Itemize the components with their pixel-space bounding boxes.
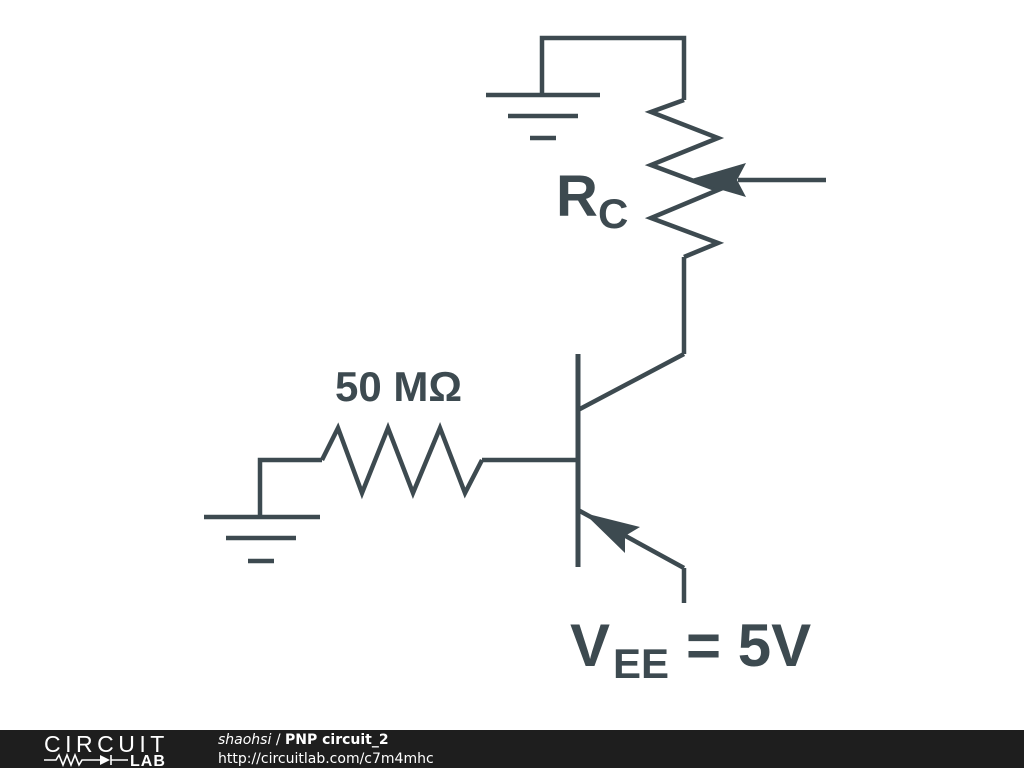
circuitlab-logo: CIRCUIT LAB — [44, 731, 169, 768]
left-ground-symbol — [204, 514, 320, 564]
logo-text-lab: LAB — [130, 753, 166, 768]
footer-bar: CIRCUIT LAB shaohsi / PNP circuit_2 http… — [0, 730, 1024, 768]
circuit-title: PNP circuit_2 — [285, 732, 389, 748]
logo-diode-glyph — [100, 755, 128, 765]
top-ground-wire — [539, 35, 687, 100]
diode-triangle — [100, 755, 110, 765]
pnp-transistor — [575, 352, 686, 570]
vee-label-main: V — [570, 612, 610, 679]
circuit-url: http://circuitlab.com/c7m4mhc — [218, 751, 434, 767]
collector-lead — [576, 352, 686, 412]
circuit-schematic: R C 50 MΩ V EE = 5V — [204, 35, 826, 687]
rc-label-subscript: C — [598, 190, 628, 237]
potentiometer-wiper-arrow — [688, 163, 826, 197]
logo-text-circuit: CIRCUIT — [44, 731, 169, 757]
left-ground-wire — [257, 457, 322, 517]
title-separator: / — [275, 732, 281, 748]
wiper-arrowhead — [688, 163, 746, 197]
top-ground-symbol — [486, 92, 600, 141]
footer-title-line: shaohsi / PNP circuit_2 — [218, 732, 389, 748]
resistor-value-label: 50 MΩ — [335, 363, 462, 410]
rc-label-main: R — [556, 164, 598, 229]
logo-resistor-glyph — [44, 752, 100, 768]
emitter-arrow — [584, 513, 640, 553]
vee-label-value: = 5V — [686, 612, 811, 679]
potentiometer-rc — [644, 97, 725, 260]
author-name: shaohsi — [218, 732, 272, 748]
base-resistor — [319, 421, 485, 500]
vee-label-subscript: EE — [613, 640, 669, 687]
